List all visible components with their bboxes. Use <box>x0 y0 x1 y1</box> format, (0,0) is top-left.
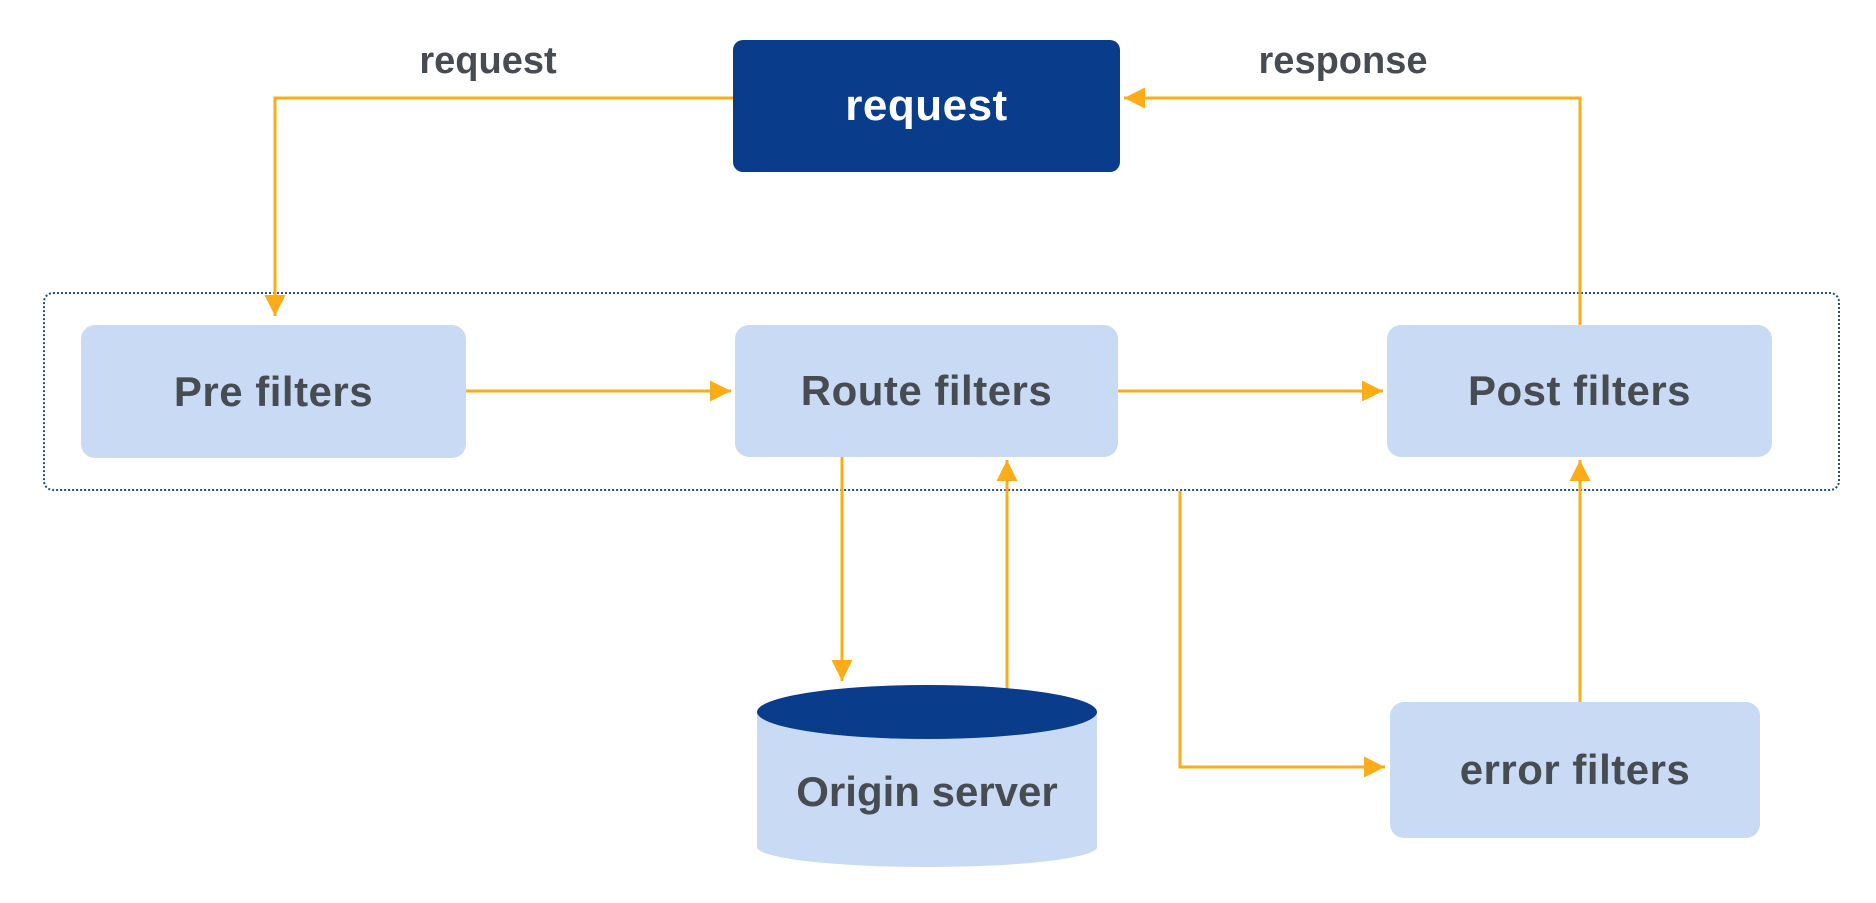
origin-server-cylinder <box>757 685 1097 867</box>
origin-server-label: Origin server <box>796 768 1058 815</box>
post-filters-label: Post filters <box>1467 367 1692 414</box>
request-to-prefilters-arrow <box>264 96 733 316</box>
postfilters-to-request-response-arrow <box>1124 87 1582 325</box>
route-filters-node: Route filters <box>735 325 1118 457</box>
post-filters-node: Post filters <box>1387 325 1772 457</box>
origin-server-cylinder-top <box>757 685 1097 739</box>
response-edge-label: response <box>1258 40 1428 82</box>
filters-container-border <box>43 292 1840 491</box>
origin-server-cylinder-body <box>757 712 1097 867</box>
request-edge-label: request <box>419 40 557 82</box>
pre-filters-node: Pre filters <box>81 325 466 458</box>
error-filters-node: error filters <box>1390 702 1760 838</box>
error-filters-label: error filters <box>1459 746 1691 793</box>
request-node: request <box>733 40 1120 172</box>
request-node-label: request <box>845 81 1008 130</box>
filters-to-errorfilters-arrow <box>1178 491 1385 778</box>
pre-filters-label: Pre filters <box>173 367 374 415</box>
route-filters-label: Route filters <box>800 367 1053 414</box>
